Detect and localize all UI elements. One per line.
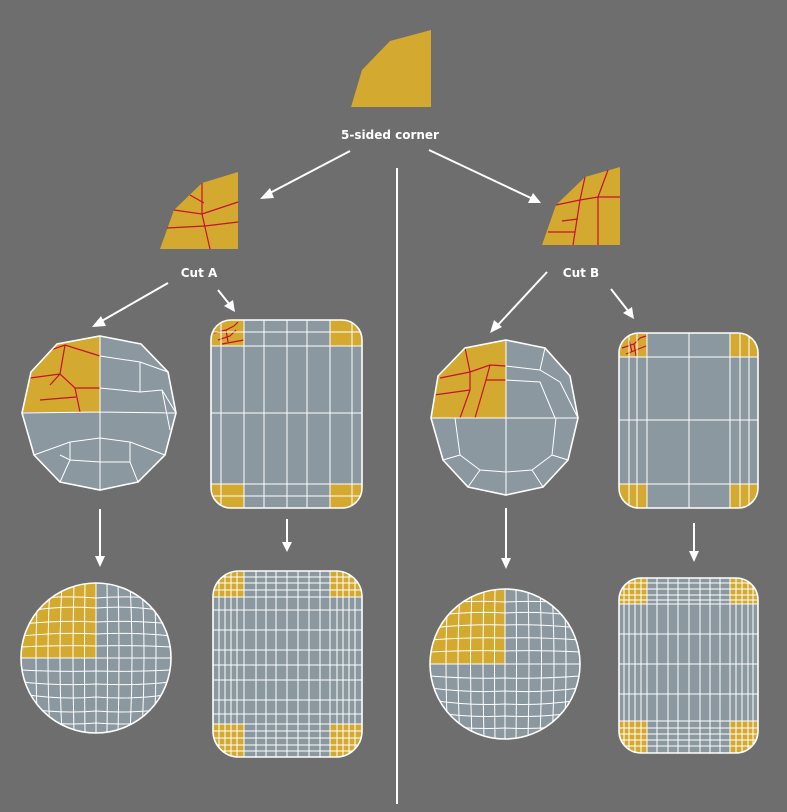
cut-a-corner-shape (160, 172, 239, 250)
arrow-down-a-box (282, 519, 292, 552)
label-cut-b: Cut B (563, 266, 599, 280)
cut-b-subdivided-sphere (429, 588, 581, 740)
cut-b-lowpoly-box (618, 332, 759, 509)
arrow-down-b-sphere (501, 508, 511, 569)
cut-b-lowpoly-sphere (430, 339, 579, 496)
arrow-top-to-cut-b (428, 149, 541, 203)
cut-a-subdivided-box (212, 570, 363, 758)
five-sided-corner-shape (351, 30, 431, 107)
cut-a-subdivided-sphere (20, 582, 172, 734)
cut-b-subdivided-box (618, 577, 759, 754)
cut-b-corner-shape (542, 167, 620, 246)
arrow-down-a-sphere (95, 509, 105, 567)
arrow-cut-a-to-sphere (92, 282, 169, 327)
arrow-cut-b-to-box (610, 288, 634, 319)
label-five-sided-corner: 5-sided corner (341, 128, 439, 142)
arrow-down-b-box (689, 523, 699, 562)
arrow-cut-b-to-sphere (490, 271, 548, 333)
arrow-top-to-cut-a (260, 150, 351, 199)
arrow-cut-a-to-box (217, 289, 235, 312)
cut-a-lowpoly-sphere (21, 335, 177, 491)
label-cut-a: Cut A (181, 266, 218, 280)
cut-a-lowpoly-box (210, 319, 363, 509)
